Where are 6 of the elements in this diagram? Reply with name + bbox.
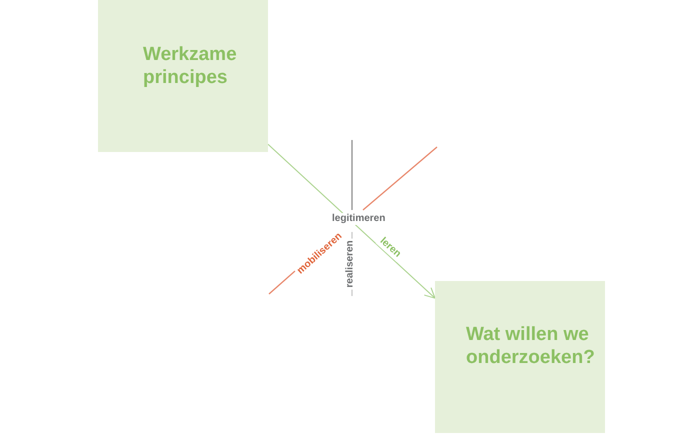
text-box	[98, 0, 268, 152]
center-label: legitimeren	[330, 213, 388, 225]
arrow	[268, 144, 436, 299]
box-title: Wat willen we onderzoeken?	[466, 323, 596, 369]
text-box	[435, 281, 605, 433]
box-title: Werkzame principes	[143, 43, 238, 89]
